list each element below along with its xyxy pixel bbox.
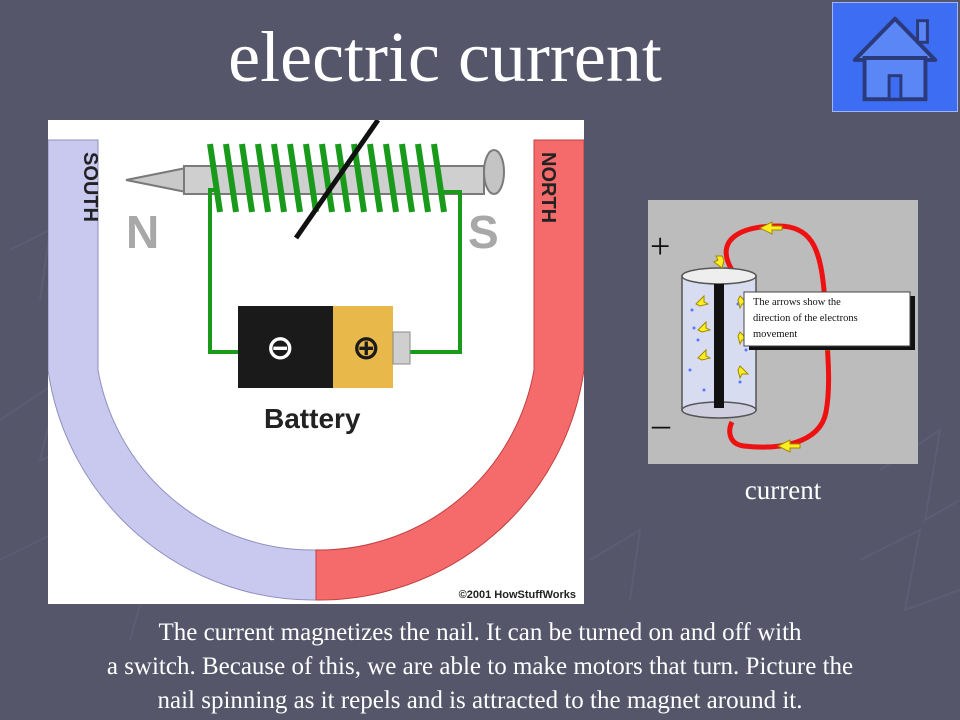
copyright-label: ©2001 HowStuffWorks (459, 589, 576, 601)
description-line-2: a switch. Because of this, we are able t… (106, 653, 854, 680)
plus-sign: + (650, 226, 670, 266)
north-label: NORTH (537, 152, 559, 223)
nail-pole-n: N (126, 206, 159, 258)
note-box (743, 291, 911, 347)
current-illustration: + – The arrows show the direction of the… (648, 200, 918, 464)
battery-positive-symbol: ⊕ (352, 329, 381, 367)
note-line-1: The arrows show the (753, 297, 841, 308)
nail-pole-s: S (468, 206, 499, 258)
minus-sign: – (651, 404, 671, 444)
description-line-3: nail spinning as it repels and is attrac… (157, 687, 803, 714)
battery-cell (681, 267, 757, 419)
battery-negative-symbol: ⊖ (266, 329, 295, 367)
circuit-wire (208, 188, 462, 354)
wire-coil (207, 143, 447, 213)
south-label: SOUTH (79, 152, 101, 222)
description-line-1: The current magnetizes the nail. It can … (158, 619, 802, 646)
switch-line (293, 120, 381, 240)
note-text: The arrows show the direction of the ele… (753, 297, 860, 340)
nail-point (125, 166, 187, 194)
battery: ⊖ ⊕ (238, 306, 411, 388)
magnet-north-half (315, 139, 584, 601)
description-text: The current magnetizes the nail. It can … (0, 616, 960, 718)
note-line-2: direction of the electrons (753, 313, 858, 324)
nail-head (483, 149, 505, 195)
house-icon (852, 16, 938, 102)
electromagnet-illustration: SOUTH NORTH ⊖ ⊕ N S Battery ©2001 Ho (48, 120, 584, 604)
slide-title: electric current (228, 17, 662, 97)
battery-label: Battery (264, 403, 361, 434)
cell-caption: current (744, 475, 822, 505)
note-line-3: movement (753, 329, 797, 340)
home-button[interactable] (832, 2, 958, 112)
